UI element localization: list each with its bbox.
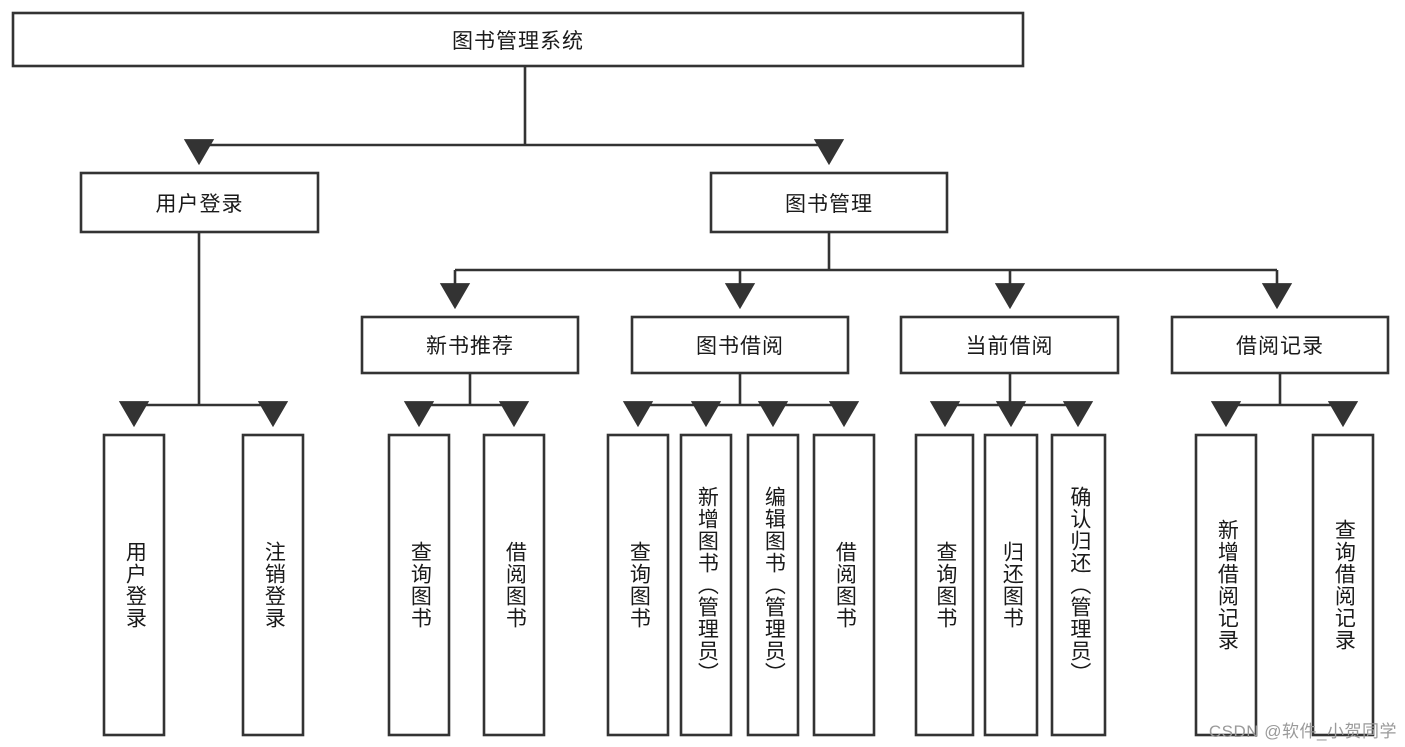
node-box-leaf-3[interactable] — [482, 433, 546, 737]
node-box-leaf-0[interactable] — [102, 433, 166, 737]
node-box-leaf-1[interactable] — [241, 433, 305, 737]
node-box-level2-2[interactable] — [899, 315, 1120, 375]
node-box-leaf-2[interactable] — [387, 433, 451, 737]
connector-root-to-level1 — [183, 66, 845, 166]
connector-newbook-to-leaves — [403, 373, 530, 428]
connector-userlogin-to-leaves — [118, 232, 289, 428]
node-box-leaf-12[interactable] — [1311, 433, 1375, 737]
node-box-level2-3[interactable] — [1170, 315, 1390, 375]
node-box-leaf-10[interactable] — [1050, 433, 1107, 737]
connector-borrow-to-leaves — [622, 373, 860, 428]
node-box-root[interactable] — [11, 11, 1025, 68]
node-box-leaf-8[interactable] — [914, 433, 975, 737]
node-box-leaf-9[interactable] — [983, 433, 1039, 737]
node-box-leaf-7[interactable] — [812, 433, 876, 737]
connector-current-to-leaves — [929, 373, 1094, 428]
connector-record-to-leaves — [1210, 373, 1359, 428]
connector-bookmgmt-to-level2 — [439, 232, 1293, 310]
node-box-leaf-11[interactable] — [1194, 433, 1258, 737]
node-box-leaf-4[interactable] — [606, 433, 670, 737]
node-box-level2-0[interactable] — [360, 315, 580, 375]
node-box-level1-1[interactable] — [709, 171, 949, 234]
node-box-level1-0[interactable] — [79, 171, 320, 234]
node-boxes — [11, 11, 1390, 737]
node-box-leaf-5[interactable] — [679, 433, 733, 737]
node-box-leaf-6[interactable] — [746, 433, 800, 737]
node-box-level2-1[interactable] — [630, 315, 850, 375]
connectors — [118, 66, 1359, 428]
